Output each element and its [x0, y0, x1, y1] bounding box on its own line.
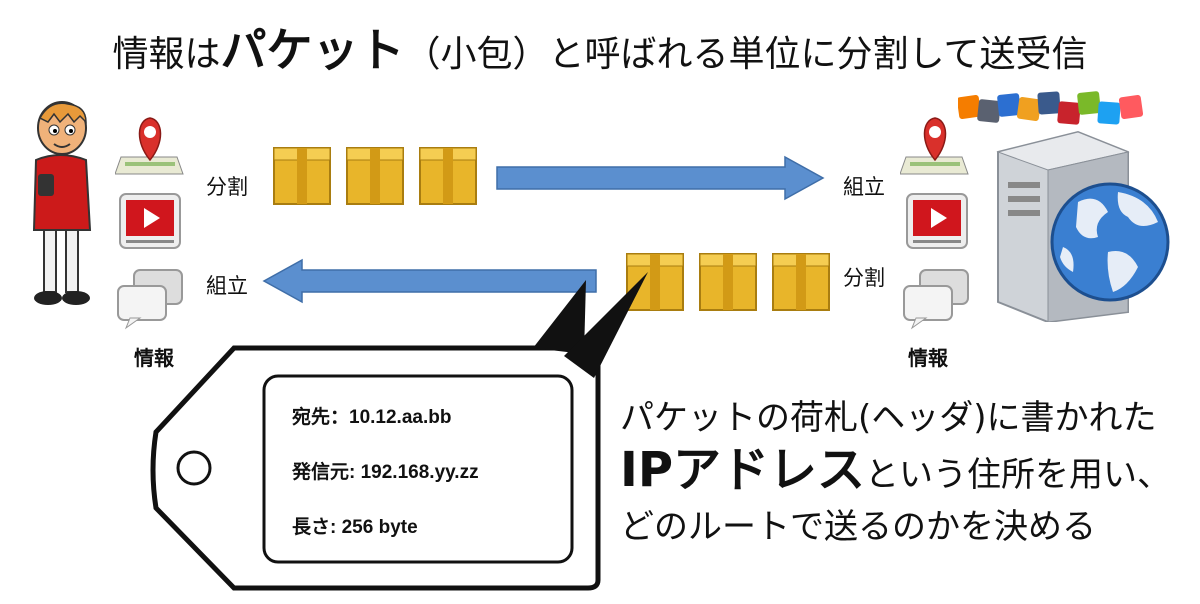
blogger-icon [958, 94, 982, 120]
caption-line2-rest: という住所を用い、 [865, 455, 1172, 495]
left-assemble-label: 組立 [206, 274, 248, 298]
tag-pointer [564, 272, 648, 378]
chat-bubbles-icon [903, 269, 969, 330]
caption: パケットの荷札(ヘッダ)に書かれた IPアドレスという住所を用い、 どのルートで… [620, 392, 1171, 553]
caption-line1: パケットの荷札(ヘッダ)に書かれた [620, 398, 1157, 438]
facebook-icon [1077, 91, 1101, 115]
google-icon [1016, 96, 1042, 122]
arrow-right [496, 155, 825, 201]
mail-icon [977, 99, 1001, 123]
title-suffix: （小包）と呼ばれる単位に分割して送受信 [404, 34, 1088, 75]
tag-source: 発信元: 192.168.yy.zz [292, 462, 479, 483]
twitter-icon [1097, 101, 1121, 125]
social-icons-row [958, 91, 1144, 125]
airbnb-icon [1118, 94, 1144, 120]
caption-line2: IPアドレスという住所を用い、 [620, 444, 1171, 501]
map-pin-icon [900, 117, 969, 175]
title-prefix: 情報は [112, 34, 221, 75]
tumblr-icon [1037, 91, 1061, 115]
packet-box [626, 253, 684, 311]
packet-box [699, 253, 757, 311]
person-illustration [32, 101, 92, 305]
packet-box [346, 147, 404, 205]
caption-line3: どのルートで送るのかを決める [620, 507, 1096, 547]
video-play-icon [906, 193, 968, 249]
chat-bubbles-icon [117, 269, 183, 330]
video-play-icon [119, 193, 181, 249]
right-assemble-label: 組立 [843, 175, 885, 199]
right-split-label: 分割 [843, 266, 885, 290]
tag-destination: 宛先：10.12.aa.bb [292, 407, 452, 428]
pinterest-icon [1057, 101, 1081, 125]
tag-length: 長さ: 256 byte [292, 517, 418, 538]
packet-box [772, 253, 830, 311]
packet-box [273, 147, 331, 205]
left-info-label: 情報 [134, 346, 174, 370]
caption-ip-address: IPアドレス [620, 442, 866, 498]
right-info-label: 情報 [908, 346, 948, 370]
map-pin-icon [115, 117, 184, 175]
packet-header-tag [150, 280, 601, 591]
page-title: 情報はパケット（小包）と呼ばれる単位に分割して送受信 [0, 14, 1200, 80]
title-emphasis: パケット [220, 23, 405, 77]
packet-box [419, 147, 477, 205]
rss-icon [997, 93, 1021, 117]
arrow-left [262, 258, 597, 304]
server-globe-icon [996, 130, 1170, 322]
left-split-label: 分割 [206, 175, 248, 199]
